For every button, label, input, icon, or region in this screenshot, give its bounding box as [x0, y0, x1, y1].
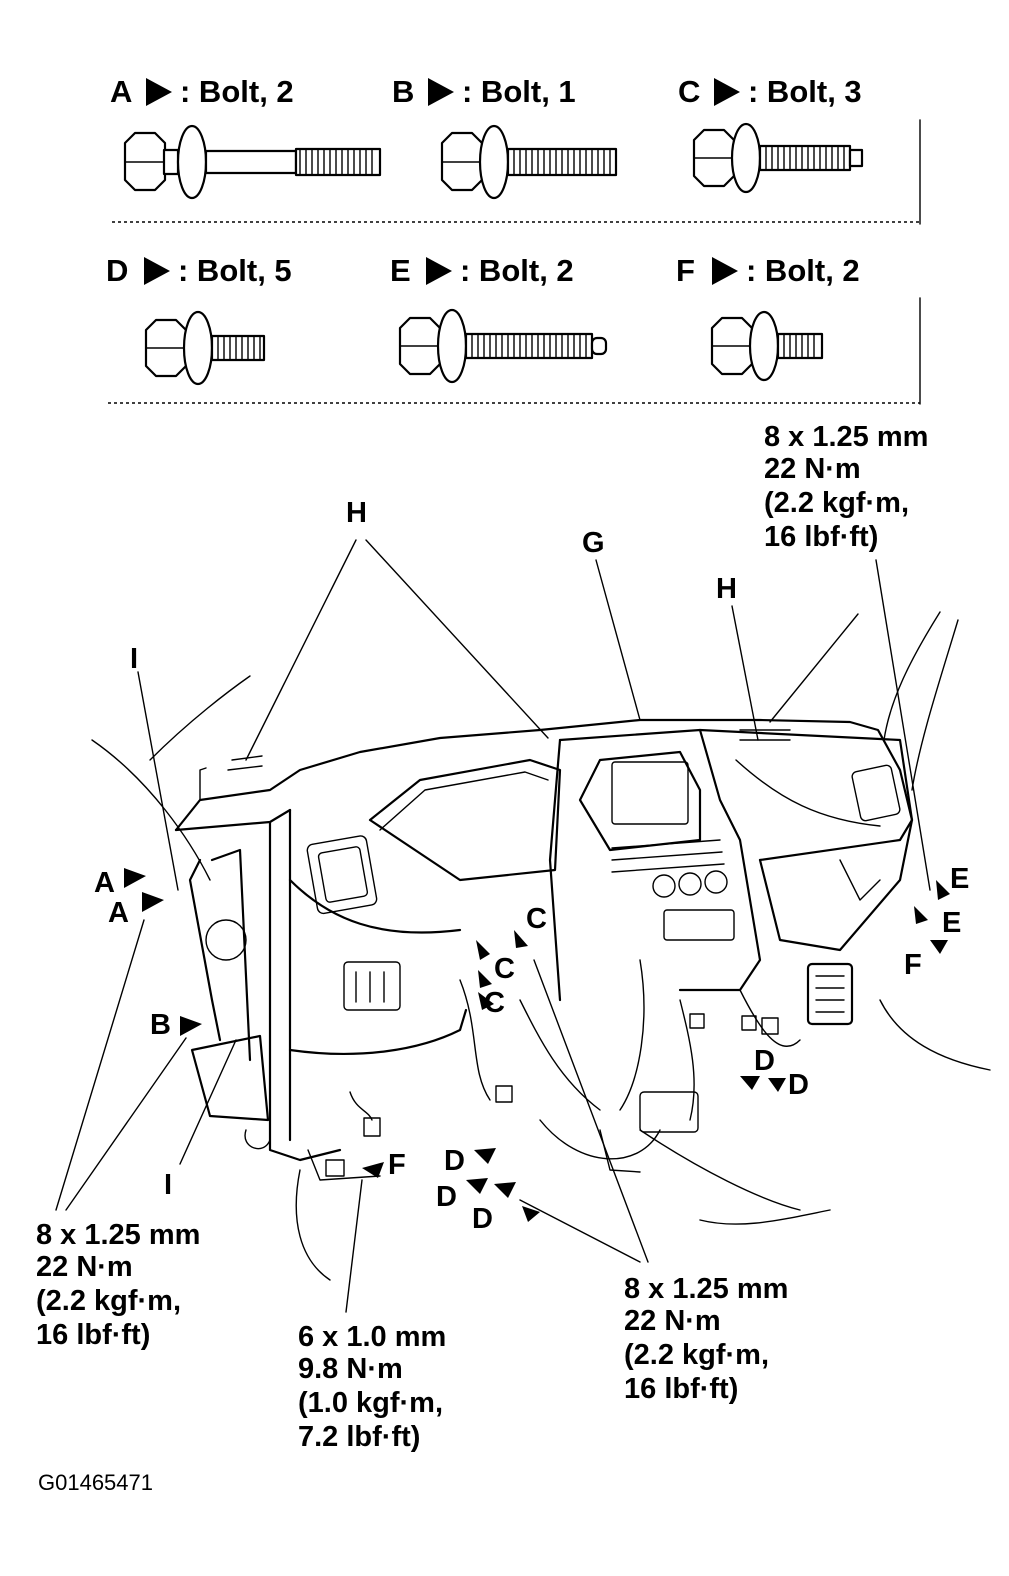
bolt-d-illustration [144, 310, 266, 386]
spec-line: (2.2 kgf·m, [36, 1285, 181, 1317]
callout-i: I [164, 1169, 172, 1201]
callout-i: I [130, 643, 138, 675]
spec-line: 16 lbf·ft) [764, 521, 878, 553]
callout-c: C [484, 987, 505, 1019]
spec-line: 7.2 lbf·ft) [298, 1421, 420, 1453]
callout-a: A [94, 867, 115, 899]
legend-text-e: : Bolt, 2 [460, 253, 574, 288]
legend-item-a: A : Bolt, 2 [110, 74, 294, 109]
legend-letter-e: E [390, 253, 411, 288]
spec-bottom-left: 8 x 1.25 mm 22 N·m (2.2 kgf·m, 16 lbf·ft… [36, 1219, 200, 1351]
spec-line: 8 x 1.25 mm [764, 421, 928, 453]
spec-line: 22 N·m [36, 1251, 133, 1283]
callout-d: D [472, 1203, 493, 1235]
callout-g: G [582, 527, 605, 559]
arrow-marker-icon [712, 257, 738, 285]
callout-c: C [526, 903, 547, 935]
callout-a: A [108, 897, 129, 929]
spec-line: (2.2 kgf·m, [764, 487, 909, 519]
callout-f: F [388, 1149, 406, 1181]
callout-d: D [436, 1181, 457, 1213]
dashboard-illustration [91, 611, 991, 1281]
arrow-marker-icon [144, 257, 170, 285]
spec-line: (1.0 kgf·m, [298, 1387, 443, 1419]
spec-line: (2.2 kgf·m, [624, 1339, 769, 1371]
legend-item-b: B : Bolt, 1 [392, 74, 576, 109]
legend-item-d: D : Bolt, 5 [106, 253, 292, 288]
legend-item-f: F : Bolt, 2 [676, 253, 860, 288]
callout-d: D [444, 1145, 465, 1177]
callout-d: D [788, 1069, 809, 1101]
spec-line: 16 lbf·ft) [36, 1319, 150, 1351]
spec-line: 22 N·m [624, 1305, 721, 1337]
legend-letter-b: B [392, 74, 414, 109]
arrow-marker-icon [428, 78, 454, 106]
bolt-e-illustration [398, 308, 608, 384]
legend-letter-d: D [106, 253, 128, 288]
figure-code: G01465471 [38, 1470, 153, 1495]
bolt-f-illustration [710, 310, 824, 382]
spec-line: 8 x 1.25 mm [624, 1273, 788, 1305]
spec-line: 16 lbf·ft) [624, 1373, 738, 1405]
legend-letter-c: C [678, 74, 700, 109]
legend-text-f: : Bolt, 2 [746, 253, 860, 288]
legend-item-e: E : Bolt, 2 [390, 253, 574, 288]
arrow-marker-icon [426, 257, 452, 285]
spec-bottom-center: 6 x 1.0 mm 9.8 N·m (1.0 kgf·m, 7.2 lbf·f… [298, 1321, 446, 1453]
spec-line: 8 x 1.25 mm [36, 1219, 200, 1251]
spec-line: 6 x 1.0 mm [298, 1321, 446, 1353]
spec-bottom-right: 8 x 1.25 mm 22 N·m (2.2 kgf·m, 16 lbf·ft… [624, 1273, 788, 1405]
legend-item-c: C : Bolt, 3 [678, 74, 862, 109]
spec-top-right: 8 x 1.25 mm 22 N·m (2.2 kgf·m, 16 lbf·ft… [764, 421, 928, 553]
leader-lines [55, 539, 931, 1313]
spec-line: 9.8 N·m [298, 1353, 403, 1385]
callout-d: D [754, 1045, 775, 1077]
arrow-marker-icon [714, 78, 740, 106]
callout-b: B [150, 1009, 171, 1041]
legend-text-a: : Bolt, 2 [180, 74, 294, 109]
callout-h: H [716, 573, 737, 605]
spec-line: 22 N·m [764, 453, 861, 485]
callout-c: C [494, 953, 515, 985]
bolt-b-illustration [440, 124, 618, 200]
bolt-legend: A : Bolt, 2 B : Bolt, 1 C : Bolt, 3 D : … [106, 74, 921, 405]
callout-h: H [346, 497, 367, 529]
callout-e: E [950, 863, 969, 895]
legend-text-b: : Bolt, 1 [462, 74, 576, 109]
legend-letter-a: A [110, 74, 132, 109]
bolt-c-illustration [692, 122, 864, 194]
callout-e: E [942, 907, 961, 939]
bolt-a-illustration [123, 124, 382, 200]
legend-text-d: : Bolt, 5 [178, 253, 292, 288]
legend-letter-f: F [676, 253, 695, 288]
arrow-marker-icon [146, 78, 172, 106]
legend-text-c: : Bolt, 3 [748, 74, 862, 109]
callout-markers: A A B C C C D D D D D E E F F G H H I I [94, 497, 969, 1235]
callout-f: F [904, 949, 922, 981]
